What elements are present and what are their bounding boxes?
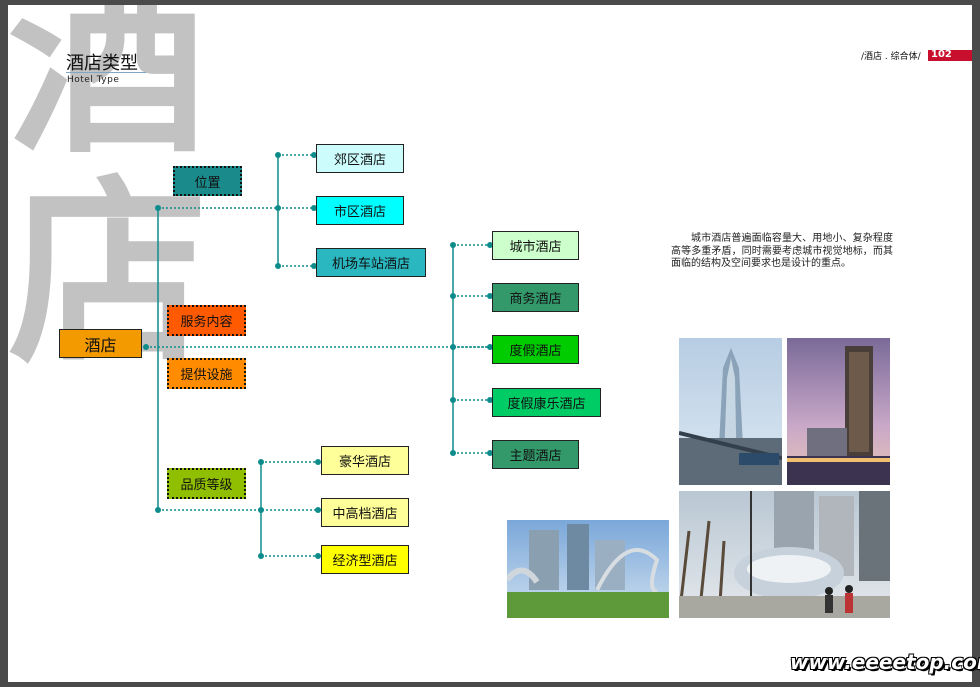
page-title: 酒店类型 xyxy=(66,53,138,74)
service-item-theme: 主题酒店 xyxy=(492,440,579,469)
watermark: www.eeeetop.com xyxy=(790,650,980,674)
grade-item-luxury: 豪华酒店 xyxy=(321,446,409,475)
photo-bean-sculpture xyxy=(679,491,890,618)
document-page: 酒 店 酒店类型 Hotel Type /酒店 . 综合体/ 102 xyxy=(8,5,972,682)
page-number: 102 xyxy=(931,49,952,60)
category-service: 服务内容 xyxy=(167,305,246,336)
service-item-city: 城市酒店 xyxy=(492,231,579,260)
page-subtitle: Hotel Type xyxy=(67,75,120,85)
grade-item-midrange: 中高档酒店 xyxy=(321,498,409,527)
description-text: 城市酒店普遍面临容量大、用地小、复杂程度高等多重矛盾，同时需要考虑城市视觉地标，… xyxy=(671,233,893,269)
photo-skyscraper-dusk xyxy=(787,338,890,485)
tree-connectors xyxy=(143,152,493,559)
section-label: /酒店 . 综合体/ xyxy=(861,52,921,62)
location-item-airport: 机场车站酒店 xyxy=(316,248,426,277)
title-underline xyxy=(66,72,146,73)
root-node: 酒店 xyxy=(59,329,142,358)
grade-item-budget: 经济型酒店 xyxy=(321,545,409,574)
category-grade: 品质等级 xyxy=(167,468,246,499)
background-char-1: 酒 xyxy=(8,5,209,181)
service-item-business: 商务酒店 xyxy=(492,283,579,312)
photo-skyscraper-day xyxy=(679,338,782,485)
location-item-suburban: 郊区酒店 xyxy=(316,144,404,173)
service-item-resort: 度假酒店 xyxy=(492,335,579,364)
page-number-bar xyxy=(928,50,972,61)
service-item-leisure-resort: 度假康乐酒店 xyxy=(492,388,601,417)
photo-pavilion xyxy=(507,520,669,618)
location-item-urban: 市区酒店 xyxy=(316,196,404,225)
category-facility: 提供设施 xyxy=(167,358,246,389)
category-location: 位置 xyxy=(173,166,242,196)
